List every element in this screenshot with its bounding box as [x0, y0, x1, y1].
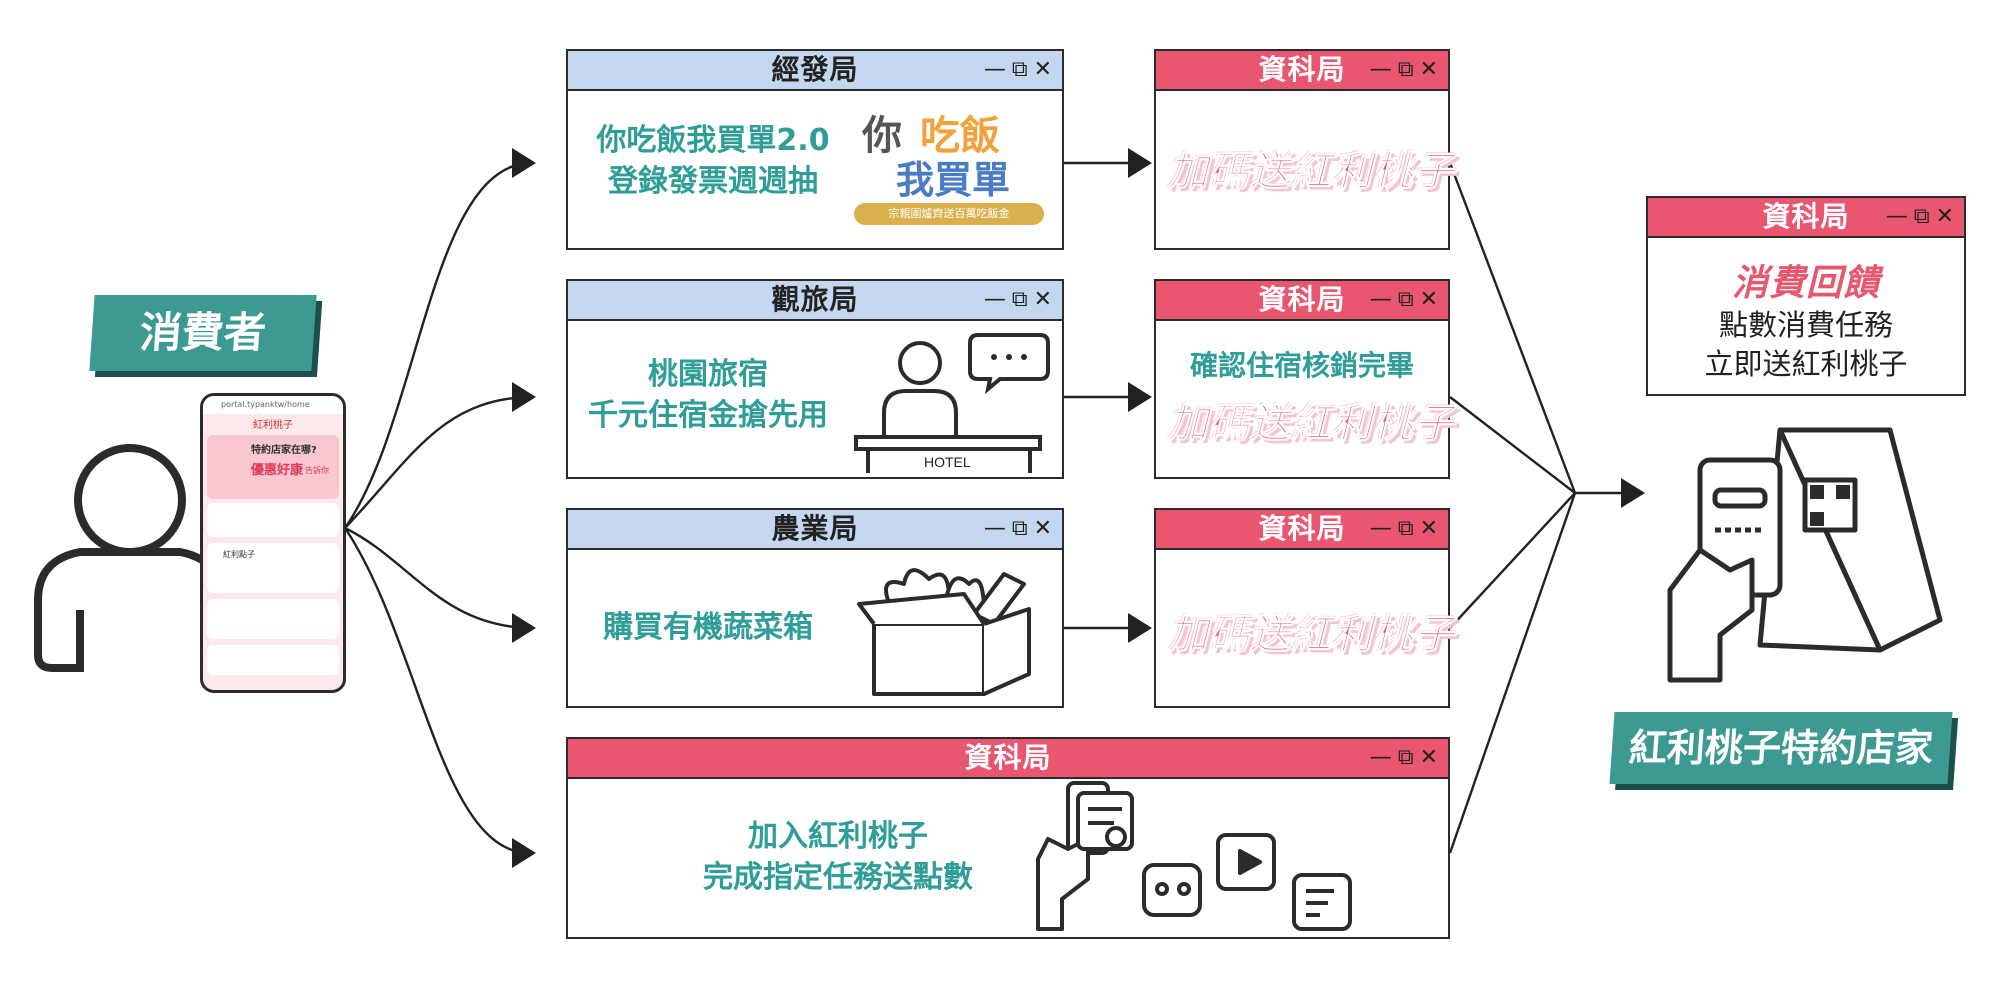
phone-icon: portal.typanktw/home 紅利桃子 特約店家在哪? 優惠好康 告…	[200, 393, 346, 693]
connector-merge-2	[1449, 396, 1576, 494]
restore-icon[interactable]: ⧉	[1397, 745, 1414, 770]
close-icon[interactable]: ✕	[1419, 57, 1438, 82]
arrowhead-tourism	[512, 382, 536, 412]
phone-banner: 特約店家在哪? 優惠好康 告訴你	[207, 435, 339, 499]
close-icon[interactable]: ✕	[1419, 745, 1438, 770]
close-icon[interactable]: ✕	[1419, 516, 1438, 541]
econ-logo: 你 吃飯 我買單 宗親圍爐齊送百萬吃飯金	[854, 103, 1054, 243]
window-dit-3: 資科局 —⧉✕ 加碼送紅利桃子	[1154, 508, 1455, 708]
window-econ: 經發局 —⧉✕ 你吃飯我買單2.0 登錄發票週週抽 你 吃飯 我買單 宗親圍爐齊…	[566, 49, 1064, 250]
dit-3-promo: 加碼送紅利桃子	[1168, 612, 1455, 659]
arrowhead-econ-dit	[1128, 148, 1152, 178]
arrowhead-agri	[512, 613, 536, 643]
window-econ-text: 你吃飯我買單2.0 登錄發票週週抽	[596, 123, 830, 199]
dit-2-promo: 加碼送紅利桃子	[1168, 401, 1455, 448]
connector-to-dit-wide	[344, 527, 529, 855]
video-icon	[1216, 833, 1276, 891]
connector-merge-3	[1449, 492, 1576, 629]
window-agri-text: 購買有機蔬菜箱	[603, 610, 813, 645]
restore-icon[interactable]: ⧉	[1397, 57, 1414, 82]
minimize-icon[interactable]: —	[1885, 204, 1908, 229]
minimize-icon[interactable]: —	[1369, 516, 1392, 541]
restore-icon[interactable]: ⧉	[1011, 57, 1028, 82]
person-icon	[34, 444, 226, 672]
hotel-sign: HOTEL	[924, 454, 971, 470]
close-icon[interactable]: ✕	[1033, 57, 1052, 82]
window-agri: 農業局 —⧉✕ 購買有機蔬菜箱	[566, 508, 1064, 708]
window-dit-wide-text: 加入紅利桃子 完成指定任務送點數	[703, 819, 973, 895]
connector-to-tourism	[344, 395, 529, 529]
arrowhead-tourism-dit	[1128, 382, 1152, 412]
phone-url-bar: portal.typanktw/home	[203, 396, 343, 414]
arrowhead-store	[1621, 478, 1645, 508]
arrowhead-agri-dit	[1128, 613, 1152, 643]
phone-app-name: 紅利桃子	[253, 420, 293, 431]
close-icon[interactable]: ✕	[1033, 516, 1052, 541]
store-label: 紅利桃子特約店家	[1609, 712, 1953, 784]
arrowhead-dit-wide	[512, 838, 536, 868]
dit-2-text: 確認住宿核銷完畢	[1189, 349, 1414, 382]
restore-icon[interactable]: ⧉	[1011, 516, 1028, 541]
window-tourism: 觀旅局 —⧉✕ 桃園旅宿 千元住宿金搶先用 HOTEL	[566, 279, 1064, 479]
vegetable-box-icon	[857, 568, 1031, 696]
document-edit-icon	[1292, 873, 1352, 931]
close-icon[interactable]: ✕	[1419, 287, 1438, 312]
restore-icon[interactable]: ⧉	[1913, 204, 1930, 229]
window-dit-wide: 資科局 —⧉✕ 加入紅利桃子 完成指定任務送點數	[566, 737, 1450, 939]
minimize-icon[interactable]: —	[983, 516, 1006, 541]
minimize-icon[interactable]: —	[1369, 57, 1392, 82]
restore-icon[interactable]: ⧉	[1011, 287, 1028, 312]
connector-merge-4	[1448, 492, 1577, 854]
feedback-lines: 點數消費任務 立即送紅利桃子	[1704, 308, 1908, 382]
feedback-heading: 消費回饋	[1731, 263, 1880, 304]
checklist-icon	[1076, 791, 1134, 851]
hotel-clerk-icon: HOTEL	[854, 333, 1050, 473]
minimize-icon[interactable]: —	[983, 57, 1006, 82]
connector-to-econ	[344, 161, 529, 529]
gamepad-icon	[1142, 863, 1202, 917]
qr-tent-icon	[1667, 427, 1943, 683]
minimize-icon[interactable]: —	[983, 287, 1006, 312]
window-dit-1: 資科局 —⧉✕ 加碼送紅利桃子	[1154, 49, 1455, 250]
close-icon[interactable]: ✕	[1935, 204, 1954, 229]
restore-icon[interactable]: ⧉	[1397, 516, 1414, 541]
arrowhead-econ	[512, 148, 536, 178]
task-icons	[1036, 781, 1352, 931]
consumer-label: 消費者	[89, 295, 317, 371]
econ-logo-ribbon: 宗親圍爐齊送百萬吃飯金	[854, 203, 1044, 225]
minimize-icon[interactable]: —	[1369, 745, 1392, 770]
restore-icon[interactable]: ⧉	[1397, 287, 1414, 312]
window-feedback: 資科局 —⧉✕ 消費回饋 點數消費任務 立即送紅利桃子	[1646, 196, 1966, 396]
window-dit-2: 資科局 —⧉✕ 確認住宿核銷完畢 加碼送紅利桃子	[1154, 279, 1455, 479]
minimize-icon[interactable]: —	[1369, 287, 1392, 312]
close-icon[interactable]: ✕	[1033, 287, 1052, 312]
window-tourism-text: 桃園旅宿 千元住宿金搶先用	[588, 357, 828, 433]
dit-1-promo: 加碼送紅利桃子	[1168, 149, 1455, 196]
connector-merge-1	[1448, 162, 1577, 494]
window-econ-titlebar: 經發局 —⧉✕	[568, 51, 1062, 91]
connector-to-agri	[344, 526, 529, 630]
